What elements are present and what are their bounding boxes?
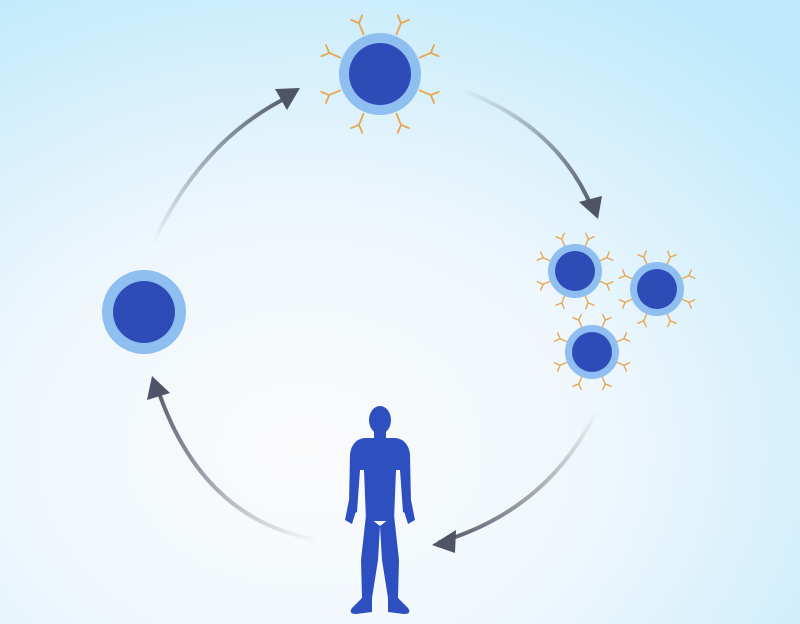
car-receptor-icon bbox=[395, 112, 410, 134]
car-receptor-icon bbox=[614, 332, 631, 343]
car-receptor-icon bbox=[536, 251, 553, 262]
t-cell-icon bbox=[102, 270, 186, 354]
car-t-cell-icon-expanded-2 bbox=[618, 250, 696, 328]
car-receptor-icon bbox=[418, 44, 440, 59]
car-receptor-icon bbox=[418, 89, 440, 104]
car-receptor-icon bbox=[618, 269, 635, 280]
cycle-arrow-icon-top bbox=[150, 88, 300, 248]
car-receptor-icon bbox=[395, 14, 410, 36]
car-t-cell-icon-expanded-1 bbox=[536, 232, 614, 310]
car-receptor-icon bbox=[536, 280, 553, 291]
car-receptor-icon bbox=[618, 298, 635, 309]
cycle-arrow-icon-bottom bbox=[432, 408, 599, 553]
car-receptor-icon bbox=[679, 298, 696, 309]
car-receptor-icon bbox=[320, 89, 342, 104]
car-receptor-icon bbox=[584, 232, 595, 249]
car-receptor-icon bbox=[614, 361, 631, 372]
human-figure-icon bbox=[345, 406, 415, 614]
car-t-cell-icon-expanded-3 bbox=[553, 313, 631, 391]
car-receptor-icon bbox=[597, 280, 614, 291]
car-receptor-icon bbox=[553, 332, 570, 343]
car-receptor-icon bbox=[555, 232, 566, 249]
car-receptor-icon bbox=[350, 112, 365, 134]
car-receptor-icon bbox=[597, 251, 614, 262]
car-receptor-icon bbox=[350, 14, 365, 36]
car-receptor-icon bbox=[679, 269, 696, 280]
car-receptor-icon bbox=[320, 44, 342, 59]
car-t-cell-icon bbox=[320, 14, 440, 134]
car-receptor-icon bbox=[553, 361, 570, 372]
cycle-arrow-icon-right bbox=[460, 88, 602, 219]
cycle-arrow-icon-left bbox=[147, 376, 320, 542]
